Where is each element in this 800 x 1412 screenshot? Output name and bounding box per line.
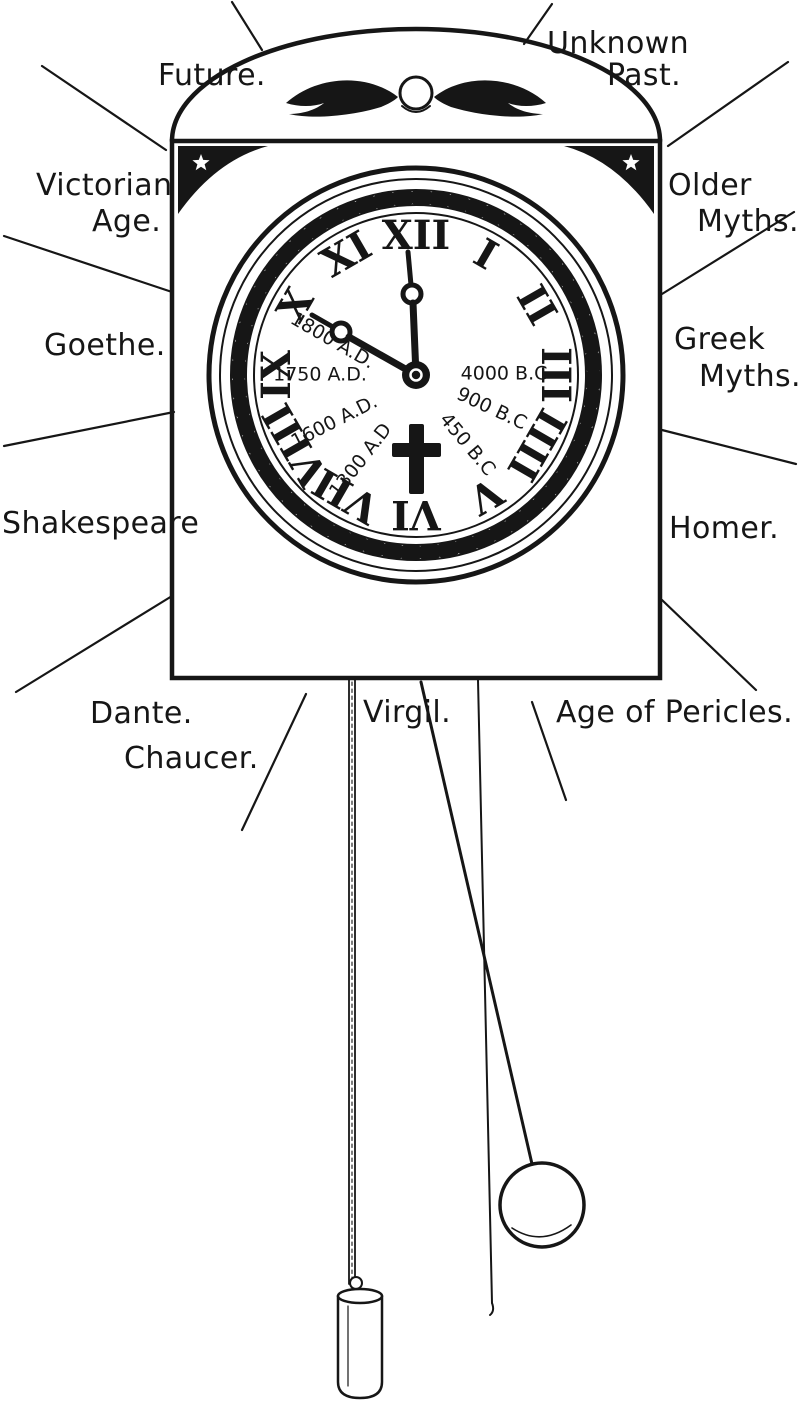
latin-cross-icon <box>392 424 441 494</box>
label-older-myths: Myths. <box>697 204 799 239</box>
label-victorian-age: Age. <box>92 204 162 239</box>
clock-weight <box>336 1276 384 1400</box>
minute-band-checker <box>231 190 601 560</box>
leader-line-chaucer <box>240 692 308 832</box>
center-boss <box>402 361 430 389</box>
leader-line-homer-pericles <box>660 598 758 692</box>
cross-vertical-bar <box>409 424 424 494</box>
era-1750-ad: 1750 A.D. <box>273 364 367 386</box>
leader-line-victorian-top <box>40 64 168 152</box>
label-unknown: Unknown <box>547 26 690 61</box>
minute-band-inner <box>245 204 587 546</box>
cherub-head <box>398 75 434 111</box>
label-future: Future. <box>158 58 266 93</box>
clock-hands <box>309 249 430 389</box>
minute-hand <box>400 249 424 379</box>
label-shakespeare: Shakespeare <box>2 506 200 541</box>
leader-line-victorian-goethe <box>2 234 174 294</box>
leader-line-unknown-past <box>522 2 554 46</box>
leader-line-pericles <box>530 700 568 802</box>
corner-spandrel-left <box>178 146 268 214</box>
hour-hand-loop <box>329 320 353 344</box>
case-body <box>169 138 663 681</box>
minute-hand-tip <box>405 249 414 288</box>
weight-rope <box>348 679 356 1285</box>
era-4000-bc: 4000 B.C <box>461 363 548 385</box>
numeral-2: II <box>507 277 566 333</box>
leader-line-older-greek <box>660 210 796 296</box>
center-boss-detail <box>409 368 423 382</box>
spandrel-star-left-icon <box>192 154 210 171</box>
pendulum-rod <box>419 680 534 1166</box>
spandrel-star-right-icon <box>622 154 640 171</box>
pendulum-cord-end <box>489 1302 495 1316</box>
cross-horizontal-bar <box>392 443 441 457</box>
leader-line-goethe-shakespeare <box>2 410 176 448</box>
face-ring-2 <box>219 178 613 572</box>
leader-line-future <box>230 0 264 52</box>
leader-line-older-top <box>666 60 790 148</box>
pendulum-cord <box>477 679 493 1304</box>
clock-case <box>169 26 663 681</box>
pendulum-bob <box>498 1161 586 1249</box>
numeral-3: III <box>532 347 579 403</box>
case-arch <box>169 26 663 144</box>
label-goethe: Goethe. <box>44 328 166 363</box>
cherub-right-wing <box>434 80 546 117</box>
label-chaucer: Chaucer. <box>124 741 259 776</box>
pendulum-bob-shading <box>511 1224 572 1238</box>
label-virgil: Virgil. <box>363 695 452 730</box>
hour-hand-tip <box>309 312 336 330</box>
label-greek-myths: Myths. <box>699 359 800 394</box>
face-outer-ring <box>206 165 626 585</box>
label-greek: Greek <box>674 322 766 357</box>
label-older: Older <box>668 168 752 203</box>
corner-spandrel-right <box>564 146 654 214</box>
cherub-left-wing <box>286 80 398 117</box>
pendulum-and-weight <box>336 679 586 1400</box>
numeral-12: XII <box>382 212 450 259</box>
roman-numerals: XII I II III IIII V VI VII VIII IX X XI <box>253 212 579 538</box>
label-past: Past. <box>607 58 682 93</box>
numeral-6: VI <box>391 491 442 538</box>
numeral-9: IX <box>253 350 300 400</box>
numeral-1: I <box>466 229 506 279</box>
cherub-chin <box>401 105 431 113</box>
face-inner-ring <box>253 212 579 538</box>
label-victorian: Victorian <box>36 168 173 203</box>
clock-face <box>206 165 626 585</box>
leader-line-shakespeare-dante <box>14 594 174 694</box>
leader-line-greek-homer <box>660 428 798 466</box>
label-age-of-pericles: Age of Pericles. <box>556 695 794 730</box>
leader-lines <box>2 0 798 832</box>
weight-top-cap <box>336 1287 384 1305</box>
cherub-ornament-icon <box>286 75 546 117</box>
weight-body <box>336 1294 384 1400</box>
weight-knob <box>349 1276 363 1290</box>
label-homer: Homer. <box>669 511 780 546</box>
label-dante: Dante. <box>90 696 193 731</box>
